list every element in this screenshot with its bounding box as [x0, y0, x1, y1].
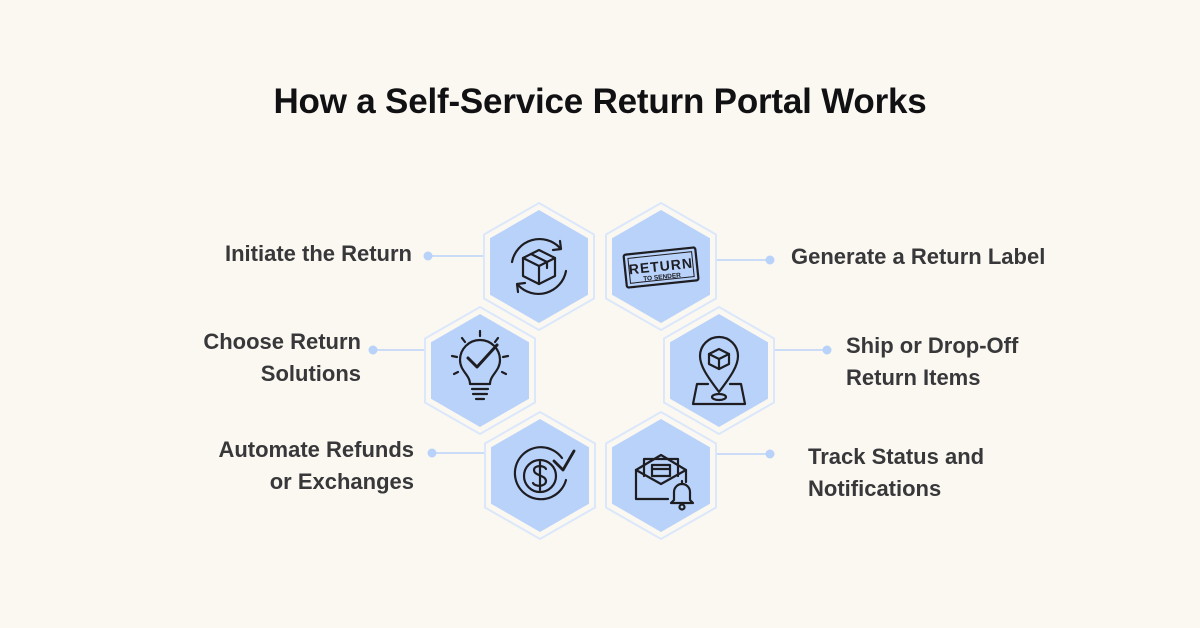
step-label-track: Track Status and Notifications — [808, 444, 985, 501]
stamp-text-bottom: TO SENDER — [643, 272, 682, 283]
connector-dot-ship — [822, 345, 832, 355]
step-label-initiate: Initiate the Return — [224, 241, 412, 266]
connector-dot-refunds — [427, 448, 437, 458]
step-label-solutions: Choose Return Solutions — [203, 329, 361, 386]
dollar-refund-icon — [513, 446, 576, 501]
hexagons — [424, 201, 775, 541]
step-label-ship: Ship or Drop-Off Return Items — [846, 333, 1019, 390]
connector-dot-label — [765, 255, 775, 265]
connector-dot-track — [765, 449, 775, 459]
hex-solutions — [424, 305, 536, 436]
connector-dot-initiate — [423, 251, 433, 261]
connectors — [368, 251, 832, 459]
hex-label — [605, 201, 717, 332]
envelope-bell-icon — [634, 453, 695, 511]
map-pin-box-icon — [691, 335, 747, 406]
hex-ship — [663, 305, 775, 436]
rotating-box-icon — [510, 238, 568, 295]
return-to-sender-stamp-icon: RETURN TO SENDER — [622, 246, 700, 289]
lightbulb-check-icon — [450, 329, 510, 401]
stamp-text-top: RETURN — [628, 255, 694, 278]
step-label-label: Generate a Return Label — [791, 244, 1046, 269]
step-label-refunds: Automate Refunds or Exchanges — [218, 437, 414, 494]
page-title: How a Self-Service Return Portal Works — [273, 82, 927, 121]
connector-dot-solutions — [368, 345, 378, 355]
